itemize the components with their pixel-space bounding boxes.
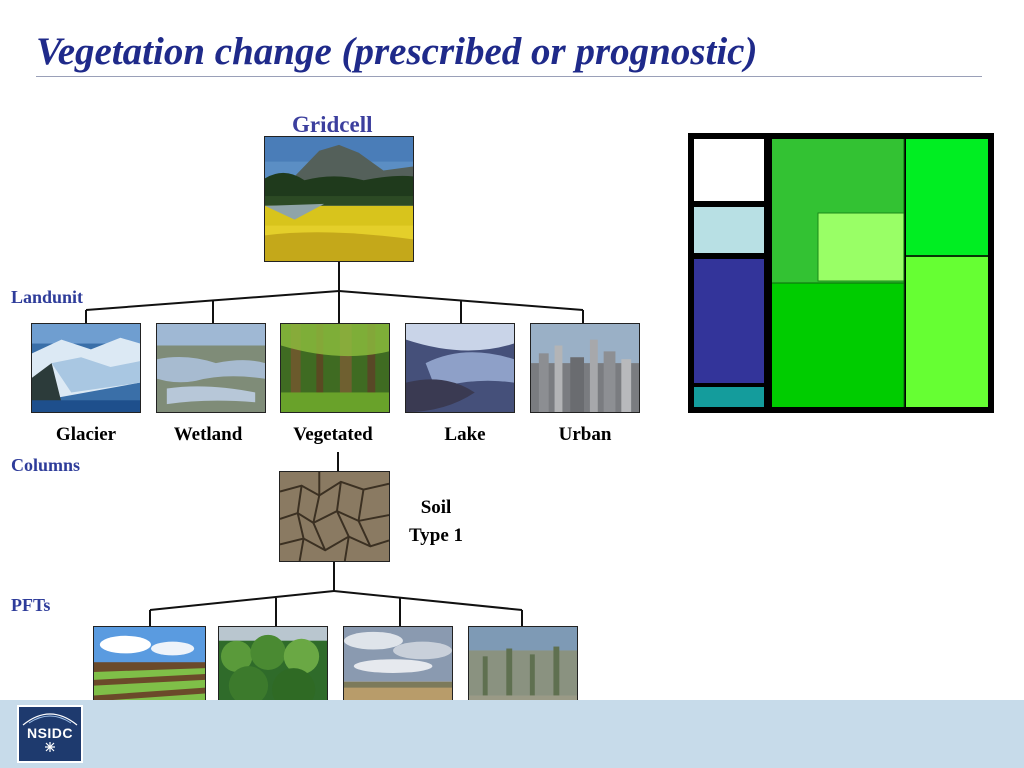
nsidc-logo: NSIDC xyxy=(17,705,83,763)
level-label-pfts: PFTs xyxy=(11,595,51,615)
pft-photo-grassland xyxy=(343,626,453,716)
landunit-photo-vegetated xyxy=(280,323,390,413)
mosaic-tile-veg-3 xyxy=(772,283,904,407)
landunit-photo-urban xyxy=(530,323,640,413)
landunit-photo-lake xyxy=(405,323,515,413)
landunit-label-glacier: Glacier xyxy=(55,424,117,445)
mosaic-tile-lake xyxy=(694,259,764,383)
mosaic-tile-wetland xyxy=(694,207,764,253)
level-label-columns: Columns xyxy=(11,455,81,475)
landunit-label-vegetated: Vegetated xyxy=(293,424,373,445)
landunit-label-wetland: Wetland xyxy=(173,424,243,445)
gridcell-label: Gridcell xyxy=(292,112,373,137)
mosaic-tile-urban xyxy=(694,387,764,407)
soil-label-line-1: Soil xyxy=(420,497,452,518)
level-label-landunit: Landunit xyxy=(11,287,84,307)
landunit-photo-glacier xyxy=(31,323,141,413)
title-divider xyxy=(36,76,982,77)
landunit-label-urban: Urban xyxy=(558,424,612,445)
slide-title: Vegetation change (prescribed or prognos… xyxy=(36,30,758,73)
pft-photo-broadleaf-forest xyxy=(218,626,328,716)
gridcell-subgrid-mosaic xyxy=(688,133,994,413)
mosaic-tile-veg-4 xyxy=(906,139,988,255)
footer-band xyxy=(0,700,1024,768)
mosaic-tile-glacier xyxy=(694,139,764,201)
logo-arc-graphic xyxy=(22,713,78,752)
soil-label-line-2: Type 1 xyxy=(408,525,463,546)
soil-type-label: Soil Type 1 xyxy=(396,494,476,550)
landunit-label-lake: Lake xyxy=(444,424,486,445)
mosaic-tile-veg-5 xyxy=(906,257,988,407)
gridcell-photo xyxy=(264,136,414,262)
mosaic-tile-veg-2 xyxy=(817,212,905,282)
column-photo-soil xyxy=(279,471,390,562)
logo-text: NSIDC xyxy=(26,725,74,741)
landunit-photo-wetland xyxy=(156,323,266,413)
